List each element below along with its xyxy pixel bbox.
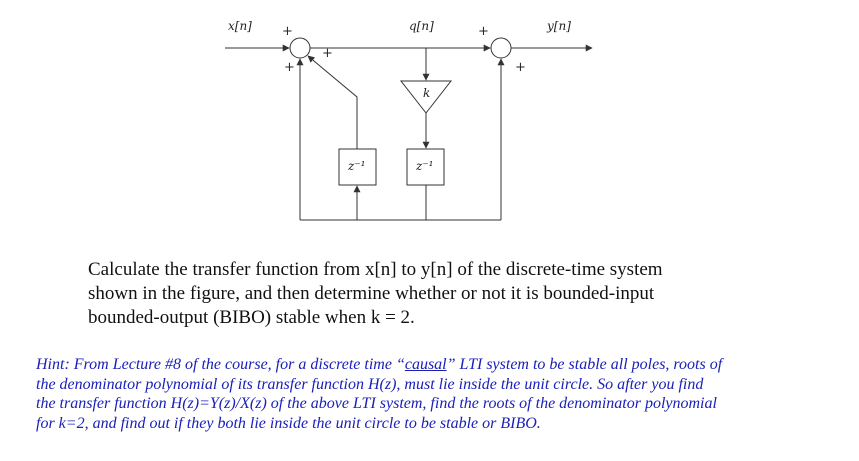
delay-block-left [338,148,377,186]
delay-right-label: z⁻¹ [415,159,433,173]
question-line-3: bounded-output (BIBO) stable when k = 2. [88,307,415,328]
hint-line-1-post: ” LTI system to be stable all poles, roo… [446,356,723,373]
question-text: Calculate the transfer function from x[n… [88,258,788,330]
sign-left-top: + [282,24,293,39]
right-summing-junction [490,37,512,59]
hint-line-1: Hint: From Lecture #8 of the course, for… [36,355,836,375]
hint-line-4: for k=2, and find out if they both lie i… [36,414,541,432]
sign-right-top: + [478,24,489,39]
block-diagram: x[n] q[n] y[n] k z⁻¹ z⁻¹ + + + + + [225,19,593,221]
input-label: x[n] [228,19,252,33]
gain-block [399,80,453,114]
hint-line-3: the transfer function H(z)=Y(z)/X(z) of … [36,395,717,412]
intermediate-label: q[n] [409,19,434,33]
output-label: y[n] [546,19,571,33]
left-summing-junction [289,37,311,59]
sign-left-bottom: + [284,60,295,75]
feedback-path-to-left-summer [307,55,358,149]
sign-right-bottom: + [515,60,526,75]
hint-causal-word: causal [404,356,447,373]
hint-text: Hint: From Lecture #8 of the course, for… [36,355,836,433]
delay-left-label: z⁻¹ [347,159,365,173]
question-line-1: Calculate the transfer function from x[n… [88,259,663,280]
question-line-2: shown in the figure, and then determine … [88,283,655,304]
gain-label: k [423,86,430,100]
sign-left-right: + [322,46,333,61]
hint-line-1-pre: Hint: From Lecture #8 of the course, for… [36,356,405,373]
hint-line-2: the denominator polynomial of its transf… [36,375,704,393]
